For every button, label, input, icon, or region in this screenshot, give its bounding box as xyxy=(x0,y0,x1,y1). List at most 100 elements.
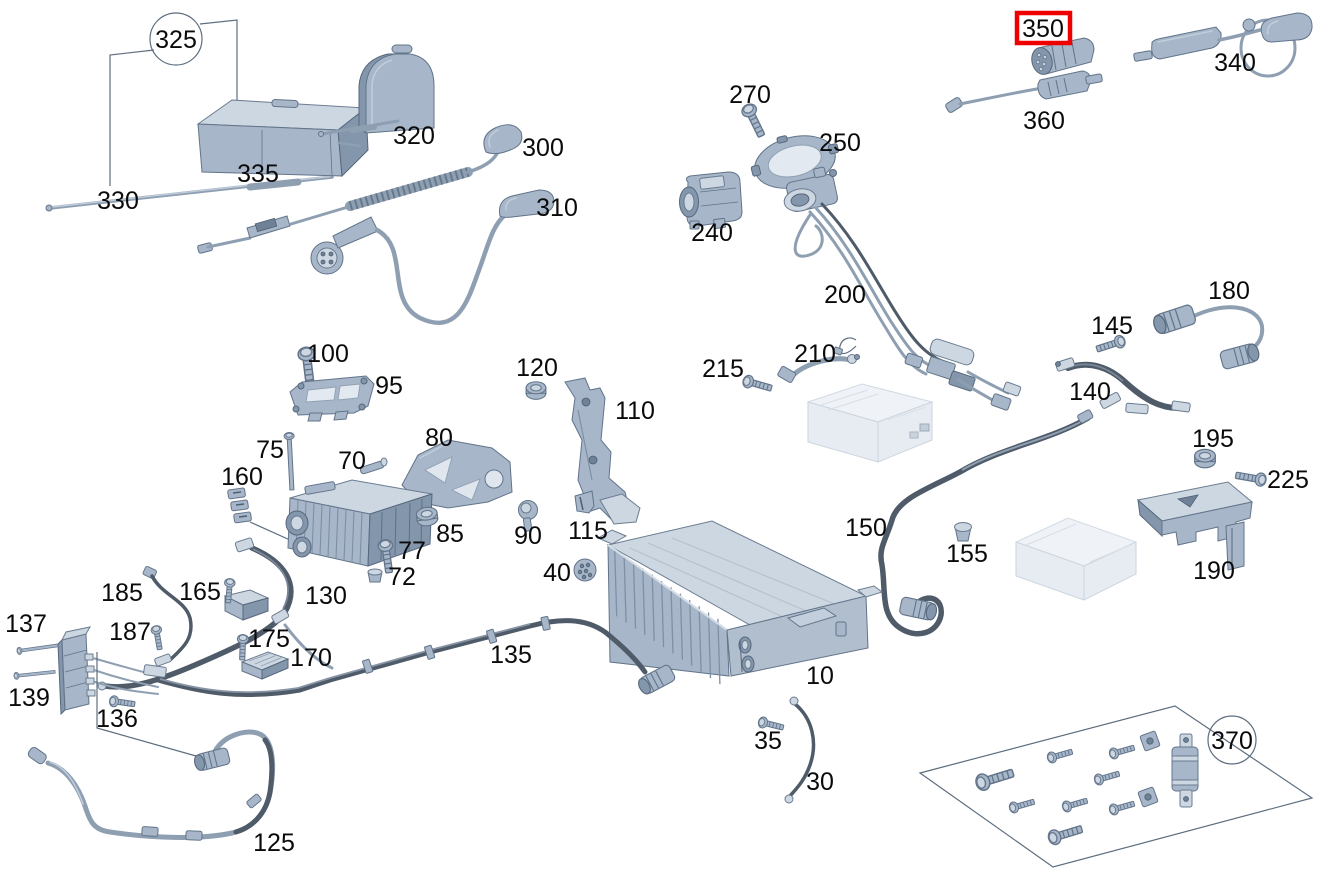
part-340-adapter-charging-cable[interactable] xyxy=(1133,12,1313,78)
part-10-high-voltage-battery[interactable] xyxy=(596,520,884,685)
part-label-160[interactable]: 160 xyxy=(221,463,263,491)
part-150-battery-cable[interactable] xyxy=(878,409,1094,637)
kit-325-leader xyxy=(109,12,238,186)
part-75-long-screw[interactable] xyxy=(283,431,298,491)
fuse-icon xyxy=(1171,733,1199,808)
part-label-310[interactable]: 310 xyxy=(536,194,578,222)
part-label-360[interactable]: 360 xyxy=(1023,107,1065,135)
part-label-30[interactable]: 30 xyxy=(806,768,834,796)
part-label-80[interactable]: 80 xyxy=(425,424,453,452)
part-40-sealing-cap[interactable] xyxy=(573,558,597,582)
part-label-325[interactable]: 325 xyxy=(155,26,197,54)
part-155-blind-plug[interactable] xyxy=(954,522,972,542)
part-label-150[interactable]: 150 xyxy=(845,514,887,542)
part-125-wiring-harness-loop[interactable] xyxy=(27,729,276,841)
part-label-136[interactable]: 136 xyxy=(96,705,138,733)
part-370-fastening-kit[interactable] xyxy=(918,705,1314,868)
part-label-35[interactable]: 35 xyxy=(754,727,782,755)
part-label-10[interactable]: 10 xyxy=(806,662,834,690)
part-70-power-electronics-unit[interactable] xyxy=(285,457,433,567)
part-187-screw[interactable] xyxy=(149,624,166,651)
part-label-250[interactable]: 250 xyxy=(819,129,861,157)
part-label-75[interactable]: 75 xyxy=(256,436,284,464)
circle-370 xyxy=(1207,715,1257,765)
part-label-40[interactable]: 40 xyxy=(543,559,571,587)
part-label-215[interactable]: 215 xyxy=(702,355,744,383)
part-label-145[interactable]: 145 xyxy=(1091,312,1133,340)
part-215-screw[interactable] xyxy=(740,373,774,395)
part-320-storage-bag[interactable] xyxy=(318,44,435,137)
part-30-ground-cable[interactable] xyxy=(784,696,816,804)
part-label-350-highlight[interactable]: 350 xyxy=(1014,10,1073,46)
part-label-72[interactable]: 72 xyxy=(388,563,416,591)
part-label-350[interactable]: 350 xyxy=(1022,15,1064,43)
part-185-sensor-cable[interactable] xyxy=(142,565,193,667)
part-label-340[interactable]: 340 xyxy=(1214,49,1256,77)
part-label-175[interactable]: 175 xyxy=(248,625,290,653)
part-110-side-bracket[interactable] xyxy=(564,377,641,525)
leader-136-125 xyxy=(96,652,197,757)
part-label-100[interactable]: 100 xyxy=(307,340,349,368)
part-300-charging-cable-coiled[interactable] xyxy=(197,124,523,254)
part-label-270[interactable]: 270 xyxy=(729,81,771,109)
part-360-adapter-cable[interactable] xyxy=(945,70,1103,113)
part-170-control-module[interactable] xyxy=(240,651,290,680)
part-label-140[interactable]: 140 xyxy=(1069,378,1111,406)
part-140-ground-strap[interactable] xyxy=(1055,357,1191,415)
part-310-charging-cable[interactable] xyxy=(310,189,555,326)
part-label-137[interactable]: 137 xyxy=(5,610,47,638)
part-label-225[interactable]: 225 xyxy=(1267,466,1309,494)
part-190-protective-cover[interactable] xyxy=(1136,481,1254,571)
part-label-115[interactable]: 115 xyxy=(568,517,608,545)
part-label-70[interactable]: 70 xyxy=(338,447,366,475)
part-label-139[interactable]: 139 xyxy=(8,684,50,712)
ghost-power-module xyxy=(806,383,934,463)
part-label-130[interactable]: 130 xyxy=(305,582,347,610)
part-label-135[interactable]: 135 xyxy=(490,641,532,669)
part-label-85[interactable]: 85 xyxy=(436,520,464,548)
part-label-180[interactable]: 180 xyxy=(1208,277,1250,305)
part-139-bolt[interactable] xyxy=(13,667,56,681)
fuse-box[interactable] xyxy=(57,626,167,716)
part-label-120[interactable]: 120 xyxy=(516,354,558,382)
part-95-mounting-frame[interactable] xyxy=(289,375,375,422)
part-label-77[interactable]: 77 xyxy=(398,537,426,565)
part-180-jumper-cable[interactable] xyxy=(1150,303,1265,371)
part-115-retaining-clip[interactable] xyxy=(574,490,595,514)
part-135-wiring-harness[interactable] xyxy=(155,615,677,698)
part-200-charge-socket-harness[interactable] xyxy=(782,166,1022,411)
part-label-165[interactable]: 165 xyxy=(179,578,221,606)
part-label-185[interactable]: 185 xyxy=(101,579,143,607)
part-label-170[interactable]: 170 xyxy=(290,644,332,672)
part-label-90[interactable]: 90 xyxy=(514,522,542,550)
part-label-187[interactable]: 187 xyxy=(109,618,151,646)
part-label-200[interactable]: 200 xyxy=(824,281,866,309)
ghost-control-module xyxy=(1014,517,1138,601)
part-80-support-bracket[interactable] xyxy=(401,439,513,509)
part-225-screw[interactable] xyxy=(1234,468,1268,488)
part-240-actuator[interactable] xyxy=(679,171,743,230)
part-label-155[interactable]: 155 xyxy=(946,540,988,568)
part-label-240[interactable]: 240 xyxy=(691,219,733,247)
part-330-retaining-rod[interactable] xyxy=(45,175,334,212)
part-label-125[interactable]: 125 xyxy=(253,829,295,857)
part-label-335[interactable]: 335 xyxy=(237,160,279,188)
part-90-dome-screw[interactable] xyxy=(518,500,538,532)
part-label-320[interactable]: 320 xyxy=(393,122,435,150)
part-label-330[interactable]: 330 xyxy=(97,187,139,215)
part-335-storage-case[interactable] xyxy=(196,98,369,178)
part-label-110[interactable]: 110 xyxy=(615,397,655,425)
part-label-95[interactable]: 95 xyxy=(375,372,403,400)
part-label-195[interactable]: 195 xyxy=(1192,425,1234,453)
part-label-210[interactable]: 210 xyxy=(794,340,836,368)
part-72-grommet[interactable] xyxy=(367,568,383,583)
part-350-connector-adapter[interactable] xyxy=(1029,37,1095,77)
part-label-190[interactable]: 190 xyxy=(1193,557,1235,585)
part-label-370[interactable]: 370 xyxy=(1211,727,1253,755)
part-160-clip-stack[interactable] xyxy=(227,487,291,541)
part-120-flange-nut[interactable] xyxy=(525,381,547,400)
part-210-vent-hose[interactable] xyxy=(777,354,860,384)
part-label-300[interactable]: 300 xyxy=(522,134,564,162)
part-137-bolt[interactable] xyxy=(16,641,59,656)
